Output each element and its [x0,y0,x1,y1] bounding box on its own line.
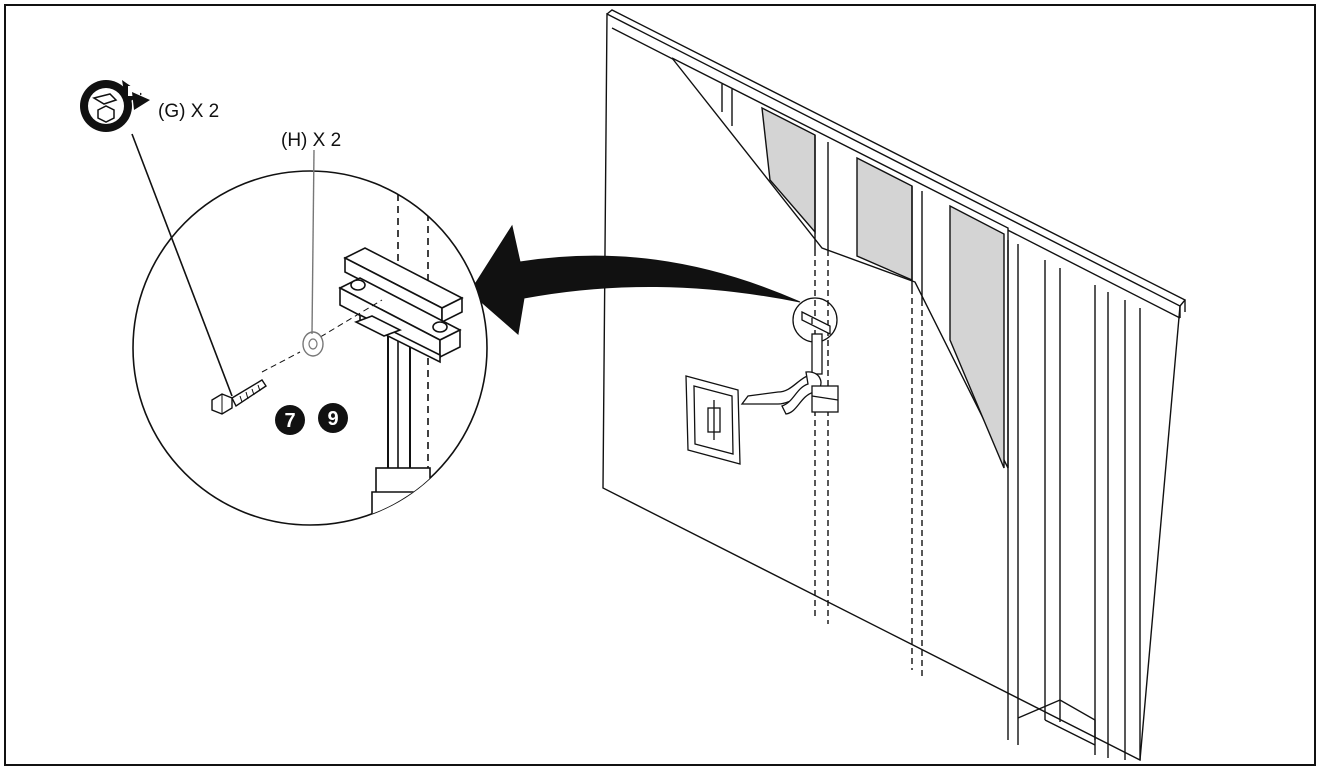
washer-leader-line [311,149,315,335]
step-number: 7 [284,410,295,432]
step-number: 9 [327,408,338,430]
magnify-arrow [469,224,801,335]
lag-bolt-part [211,379,267,415]
wall-mount-assembly [685,297,839,465]
bolt-callout-label: (G) X 2 [158,101,219,122]
washer-callout-label: (H) X 2 [281,130,341,151]
bolt-leader-line [131,133,233,397]
step-badge-1: 7 [275,405,305,435]
page-border [4,4,1316,766]
wall-cutaway [671,57,1009,469]
step-badge-2: 9 [318,403,348,433]
wall-scene [602,9,1187,762]
stud-bay-3 [949,204,1005,469]
wrench-rotate-icon [80,80,150,132]
top-track [606,9,1187,307]
